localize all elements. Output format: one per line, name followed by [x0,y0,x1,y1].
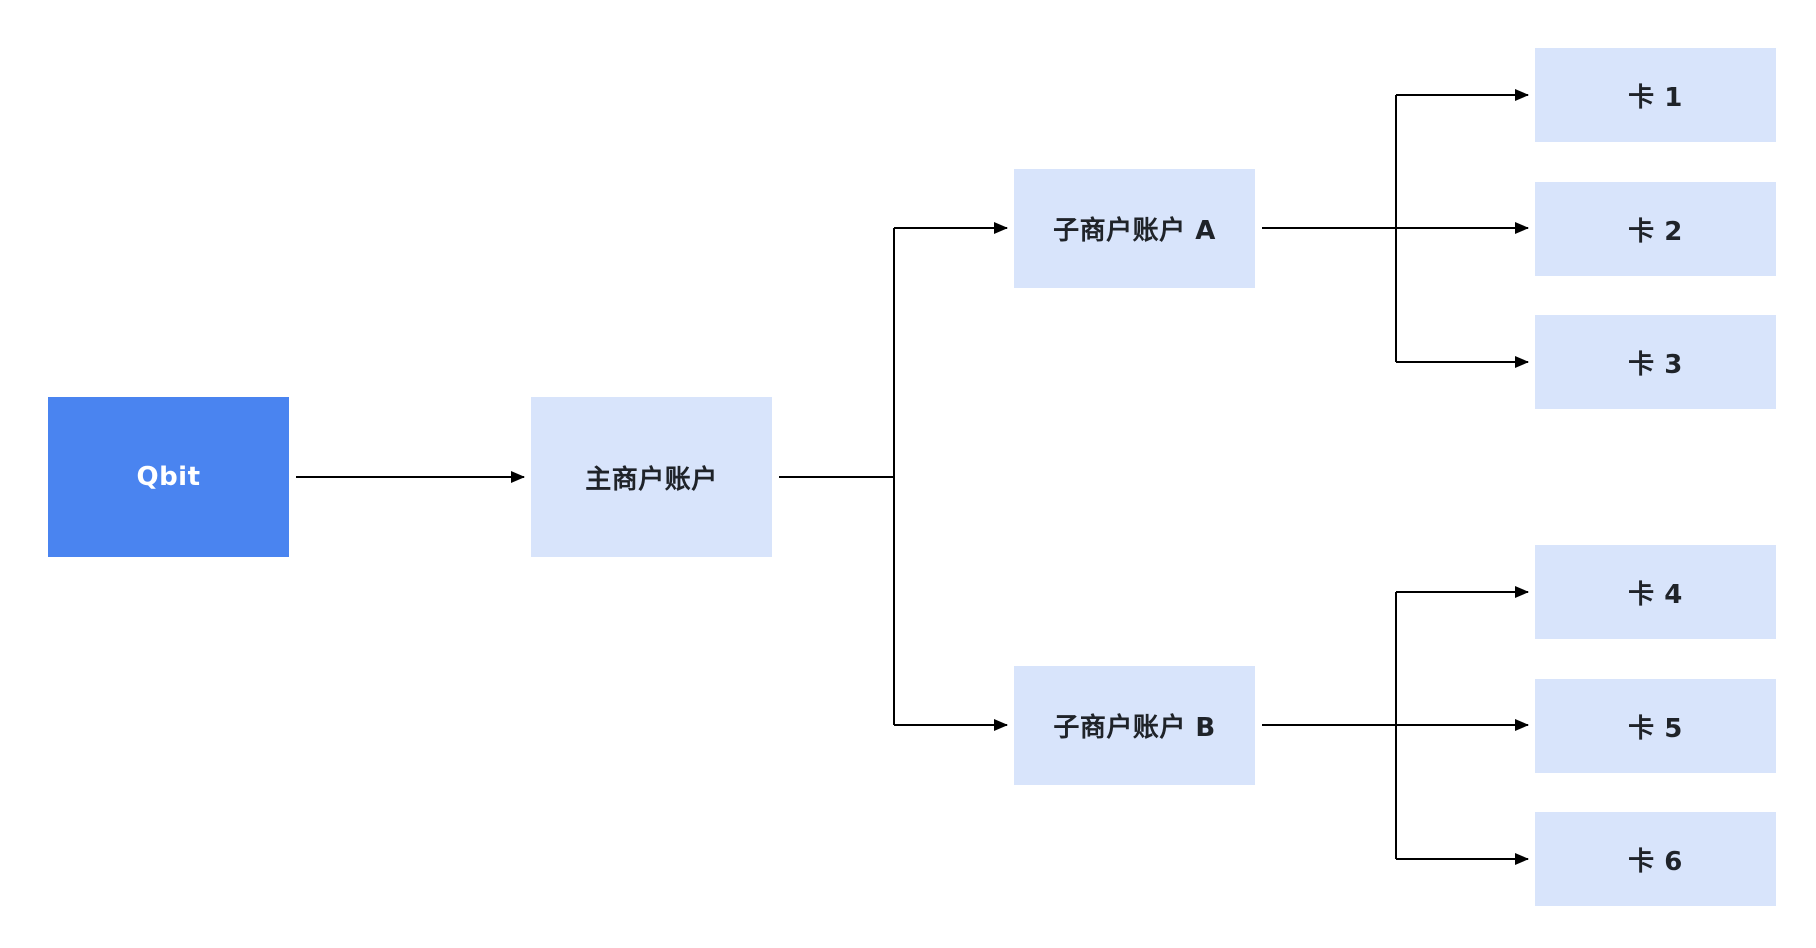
node-sub-merchant-account-a-label: 子商户账户 A [1053,216,1216,246]
node-card-5: 卡 5 [1535,679,1776,773]
node-qbit-label: Qbit [136,462,201,492]
node-card-3: 卡 3 [1535,315,1776,409]
node-card-1-label: 卡 1 [1628,82,1683,113]
node-sub-merchant-account-a: 子商户账户 A [1014,169,1255,288]
node-card-6-label: 卡 6 [1628,846,1683,877]
node-card-3-label: 卡 3 [1628,349,1683,380]
node-card-1: 卡 1 [1535,48,1776,142]
node-card-5-label: 卡 5 [1628,713,1683,744]
node-main-merchant-account: 主商户账户 [531,397,772,557]
node-card-6: 卡 6 [1535,812,1776,906]
node-sub-merchant-account-b: 子商户账户 B [1014,666,1255,785]
node-card-4: 卡 4 [1535,545,1776,639]
node-card-4-label: 卡 4 [1628,579,1683,610]
node-sub-merchant-account-b-label: 子商户账户 B [1053,713,1216,743]
node-card-2-label: 卡 2 [1628,216,1683,247]
node-main-merchant-account-label: 主商户账户 [585,464,718,495]
node-card-2: 卡 2 [1535,182,1776,276]
node-qbit: Qbit [48,397,289,557]
